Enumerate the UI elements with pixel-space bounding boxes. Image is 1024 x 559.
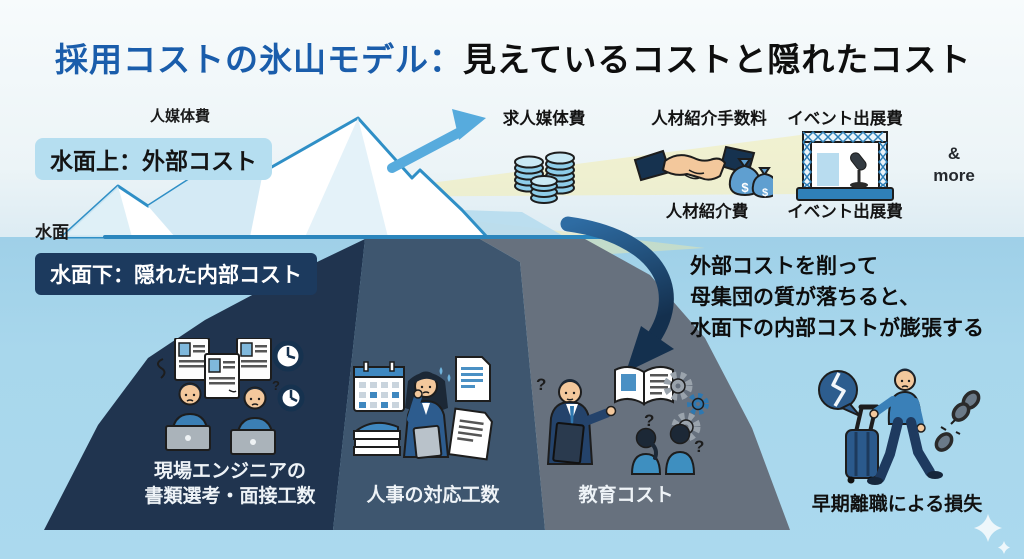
hr-cost-label: 人事の対応工数 [366, 485, 500, 506]
early-quit-loss-label: 早期離職による損失 [811, 494, 983, 515]
trainee-figures [630, 423, 696, 475]
event-booth-icon [796, 130, 894, 201]
document-icon [447, 356, 493, 461]
svg-text:?: ? [536, 375, 546, 394]
training-cost-label: 教育コスト [578, 485, 674, 506]
clock-icon [272, 340, 305, 412]
and-more-label: & more [928, 143, 980, 187]
broken-chain-icon [934, 390, 981, 452]
visible-cost-arrow-icon [387, 109, 486, 173]
handshake-moneybags-icon: $ $ [633, 145, 773, 199]
media-fee-mini-label: 人媒体費 [150, 108, 211, 125]
event-fee-top-label: イベント出展費 [787, 110, 903, 128]
microphone-icon [850, 152, 868, 188]
callout-line-1: 外部コストを削って [690, 255, 878, 278]
svg-text:$: $ [762, 187, 768, 199]
above-water-zone-badge: 水面上：外部コスト [35, 138, 272, 180]
coins-icon [514, 151, 575, 204]
waterline-label: 水面 [35, 223, 69, 242]
and-more-word: more [933, 166, 975, 185]
early-quit-illustration [818, 368, 981, 485]
agency-fee-bottom-label: 人材紹介費 [665, 203, 749, 221]
engineer-cost-line-2: 書類選考・面接工数 [144, 486, 316, 507]
svg-text:?: ? [272, 378, 280, 393]
page-title-rest: 見えているコストと隠れたコスト [463, 41, 972, 78]
agency-fee-top-label: 人材紹介手数料 [651, 110, 767, 128]
page-title-highlight: 採用コストの氷山モデル： [55, 41, 463, 78]
suitcase-icon [845, 404, 880, 484]
svg-text:?: ? [694, 437, 704, 456]
engineer-cost-label: 現場エンジニアの 書類選考・面接工数 [144, 459, 315, 509]
iceberg-above-water-icon [60, 116, 565, 239]
cost-expansion-callout: 外部コストを削って 母集団の質が落ちると、 水面下の内部コストが膨張する [690, 251, 984, 344]
event-fee-bottom-label: イベント出展費 [787, 203, 903, 221]
calendar-icon [353, 361, 405, 412]
leaving-person-figure [867, 368, 943, 485]
engineer-cost-line-1: 現場エンジニアの [153, 461, 307, 482]
sparkle-icon [974, 514, 1010, 554]
broken-bubble-icon [818, 370, 861, 417]
hidden-cost-arrow-icon [560, 216, 674, 372]
svg-text:$: $ [741, 180, 749, 195]
and-more-amp: & [947, 144, 961, 163]
page-title: 採用コストの氷山モデル：見えているコストと隠れたコスト [55, 33, 971, 81]
below-water-zone-badge: 水面下：隠れた内部コスト [35, 253, 317, 295]
engineers-screening-illustration: ? [157, 338, 305, 455]
engineer-figure [165, 382, 211, 451]
paper-stack-icon [353, 421, 401, 456]
engineer-figure [230, 386, 276, 455]
trainer-figure [546, 378, 617, 465]
open-book-icon [614, 366, 674, 406]
callout-line-2: 母集団の質が落ちると、 [690, 286, 921, 309]
training-illustration: ??? [536, 366, 709, 475]
svg-text:?: ? [644, 411, 654, 430]
callout-line-3: 水面下の内部コストが膨張する [690, 317, 984, 340]
job-media-fee-label: 求人媒体費 [502, 110, 586, 128]
hr-workload-illustration [353, 356, 493, 461]
hr-person-figure [402, 367, 451, 459]
